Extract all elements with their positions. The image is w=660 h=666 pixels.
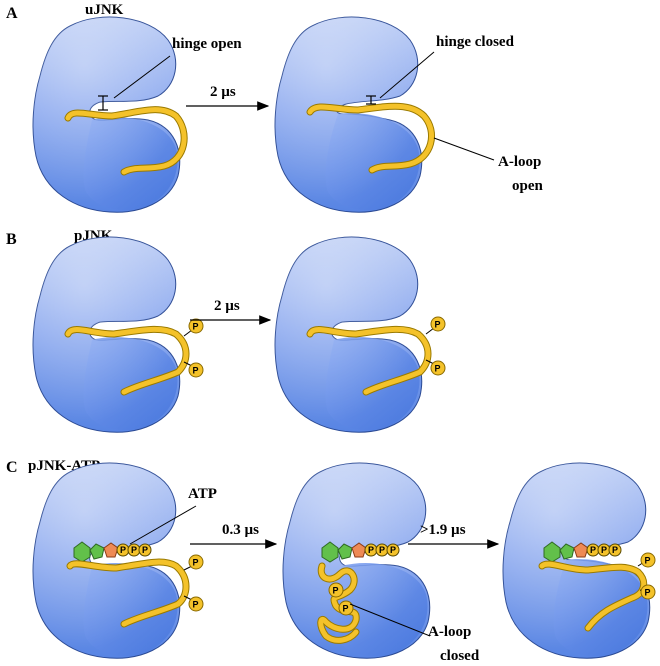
atp-adenine-icon xyxy=(543,541,561,563)
svg-text:P: P xyxy=(645,588,651,598)
annotation-hinge-closed: hinge closed xyxy=(436,34,515,50)
transition-label-c1: 0.3 µs xyxy=(222,522,259,538)
svg-text:P: P xyxy=(131,545,137,555)
annotation-hinge-open: hinge open xyxy=(172,36,242,52)
transition-label-b: 2 µs xyxy=(214,298,240,314)
panel-b: B pJNK P P 2 µs P P xyxy=(6,228,446,433)
panel-c: C pJNK-ATP P P P P P ATP 0.3 µs xyxy=(6,458,656,664)
svg-text:P: P xyxy=(601,545,607,555)
panel-label-c: C xyxy=(6,459,18,476)
annotation-closed: closed xyxy=(440,648,480,664)
atp-ribose-icon xyxy=(103,542,119,558)
phosphate-label: P xyxy=(435,364,441,374)
svg-text:P: P xyxy=(333,586,339,596)
a-loop-closed-pointer xyxy=(349,603,431,637)
svg-text:P: P xyxy=(590,545,596,555)
phosphate-icon xyxy=(188,596,204,612)
phosphate-icon xyxy=(640,584,656,600)
svg-text:P: P xyxy=(645,556,651,566)
phosphate-label: P xyxy=(193,366,199,376)
phosphate-icon xyxy=(430,360,446,376)
svg-text:P: P xyxy=(120,545,126,555)
kinase-ujnk-closed xyxy=(274,16,423,213)
phosphate-label: P xyxy=(435,320,441,330)
kinase-pjnk-atp-3 xyxy=(502,462,651,659)
transition-label-a: 2 µs xyxy=(210,84,236,100)
panel-title-a: uJNK xyxy=(85,2,124,18)
svg-text:P: P xyxy=(368,545,374,555)
atp-ribose-icon xyxy=(351,542,367,558)
annotation-a-loop-c: A-loop xyxy=(428,624,471,640)
annotation-open: open xyxy=(512,178,544,194)
atp-adenine-icon xyxy=(73,541,91,563)
phosphate-icon xyxy=(188,554,204,570)
transition-label-c2: >1.9 µs xyxy=(420,522,466,538)
phosphate-icon xyxy=(430,316,446,332)
annotation-a-loop: A-loop xyxy=(498,154,541,170)
atp-molecule: P P P xyxy=(543,541,622,563)
phosphate-icon xyxy=(328,582,344,598)
phosphate-icon xyxy=(188,362,204,378)
panel-a: A uJNK hinge open 2 µs hinge closed A-lo… xyxy=(6,2,544,213)
phosphate-icon xyxy=(640,552,656,568)
phosphate-icon xyxy=(338,600,354,616)
svg-text:P: P xyxy=(379,545,385,555)
atp-ribose-icon xyxy=(573,542,589,558)
svg-text:P: P xyxy=(193,600,199,610)
phosphate-label: P xyxy=(193,322,199,332)
atp-molecule: P P P xyxy=(321,541,400,563)
svg-text:P: P xyxy=(390,545,396,555)
panel-label-b: B xyxy=(6,231,17,248)
svg-text:P: P xyxy=(193,558,199,568)
svg-text:P: P xyxy=(343,604,349,614)
a-loop-open-pointer xyxy=(433,137,495,161)
svg-text:P: P xyxy=(612,545,618,555)
phosphate-icon xyxy=(188,318,204,334)
annotation-atp: ATP xyxy=(188,486,217,502)
atp-molecule: P P P xyxy=(73,541,152,563)
atp-pointer xyxy=(129,505,197,545)
hinge-open-pointer xyxy=(113,55,171,99)
panel-label-a: A xyxy=(6,5,18,22)
hinge-closed-pointer xyxy=(379,51,435,99)
atp-adenine-icon xyxy=(321,541,339,563)
svg-text:P: P xyxy=(142,545,148,555)
